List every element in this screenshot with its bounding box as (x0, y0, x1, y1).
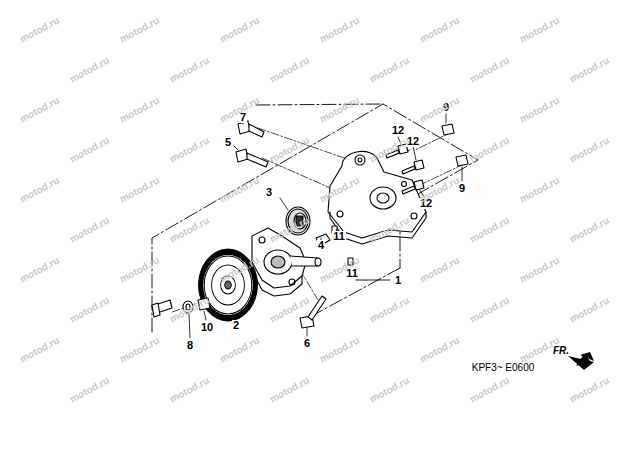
watermark: motod.ru (69, 135, 112, 164)
watermark: motod.ru (269, 375, 312, 404)
watermark: motod.ru (19, 255, 62, 284)
watermark: motod.ru (169, 295, 212, 324)
watermark: motod.ru (569, 215, 612, 244)
watermark: motod.ru (419, 335, 462, 364)
watermark: motod.ru (69, 375, 112, 404)
watermark: motod.ru (219, 15, 262, 44)
watermark: motod.ru (569, 55, 612, 84)
callout-number: 5 (224, 137, 232, 148)
watermark: motod.ru (469, 215, 512, 244)
drawing-code: KPF3~ E0600 (471, 363, 536, 373)
watermark: motod.ru (169, 215, 212, 244)
watermark: motod.ru (119, 175, 162, 204)
watermark: motod.ru (419, 15, 462, 44)
watermark: motod.ru (419, 95, 462, 124)
callout-number: 10 (200, 322, 214, 333)
watermark: motod.ru (569, 135, 612, 164)
watermark: motod.ru (19, 95, 62, 124)
callout-number: 8 (186, 340, 194, 351)
callout-number: 2 (232, 320, 240, 331)
watermark: motod.ru (469, 135, 512, 164)
watermark: motod.ru (569, 295, 612, 324)
watermark: motod.ru (169, 375, 212, 404)
watermark: motod.ru (119, 95, 162, 124)
watermark: motod.ru (69, 55, 112, 84)
watermark: motod.ru (419, 255, 462, 284)
watermark: motod.ru (219, 175, 262, 204)
watermark: motod.ru (319, 335, 362, 364)
watermark: motod.ru (19, 15, 62, 44)
watermark: motod.ru (369, 55, 412, 84)
callout-number: 4 (317, 240, 325, 251)
callout-number: 12 (391, 125, 405, 136)
callout-number: 3 (265, 187, 273, 198)
watermark: motod.ru (519, 175, 562, 204)
watermark: motod.ru (319, 95, 362, 124)
watermark: motod.ru (119, 15, 162, 44)
watermark: motod.ru (19, 175, 62, 204)
watermark: motod.ru (319, 15, 362, 44)
callout-number: 1 (394, 275, 402, 286)
watermark: motod.ru (369, 295, 412, 324)
watermark: motod.ru (469, 55, 512, 84)
watermark: motod.ru (169, 55, 212, 84)
watermark: motod.ru (269, 55, 312, 84)
watermark: motod.ru (119, 255, 162, 284)
watermark: motod.ru (519, 15, 562, 44)
callout-number: 6 (303, 338, 311, 349)
watermark: motod.ru (419, 175, 462, 204)
watermark: motod.ru (219, 335, 262, 364)
watermark: motod.ru (69, 215, 112, 244)
watermark: motod.ru (469, 375, 512, 404)
watermark: motod.ru (519, 255, 562, 284)
watermark: motod.ru (569, 375, 612, 404)
watermark: motod.ru (369, 375, 412, 404)
watermark: motod.ru (19, 335, 62, 364)
watermark: motod.ru (269, 135, 312, 164)
watermark: motod.ru (469, 295, 512, 324)
callout-number: 11 (332, 231, 346, 242)
watermark: motod.ru (119, 335, 162, 364)
watermark: motod.ru (169, 135, 212, 164)
watermark: motod.ru (69, 295, 112, 324)
watermark: motod.ru (519, 95, 562, 124)
